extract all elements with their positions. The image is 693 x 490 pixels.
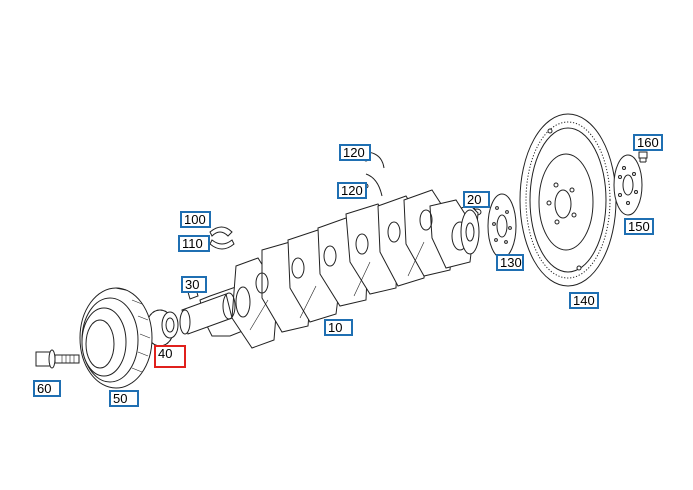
flywheel-drive-plate: [519, 113, 617, 287]
flywheel-bolt: [638, 151, 648, 163]
callout-130[interactable]: 130: [496, 254, 524, 271]
crankshaft-sprocket: [145, 309, 179, 347]
crankshaft: [179, 189, 480, 349]
callout-120-lower[interactable]: 120: [337, 182, 367, 199]
callout-30[interactable]: 30: [181, 276, 207, 293]
callout-40[interactable]: 40: [154, 345, 186, 368]
callout-140[interactable]: 140: [569, 292, 599, 309]
pulse-ring-plate: [487, 193, 517, 259]
callout-100[interactable]: 100: [180, 211, 211, 228]
central-bolt: [35, 349, 80, 369]
drive-plate-washer: [613, 154, 643, 216]
vibration-damper: [79, 287, 153, 389]
callout-120-upper[interactable]: 120: [339, 144, 371, 161]
callout-160[interactable]: 160: [633, 134, 663, 151]
callout-60[interactable]: 60: [33, 380, 61, 397]
callout-50[interactable]: 50: [109, 390, 139, 407]
main-bearing-shells: [209, 226, 235, 250]
callout-20[interactable]: 20: [463, 191, 490, 208]
callout-150[interactable]: 150: [624, 218, 654, 235]
callout-110[interactable]: 110: [178, 235, 210, 252]
callout-10[interactable]: 10: [324, 319, 353, 336]
